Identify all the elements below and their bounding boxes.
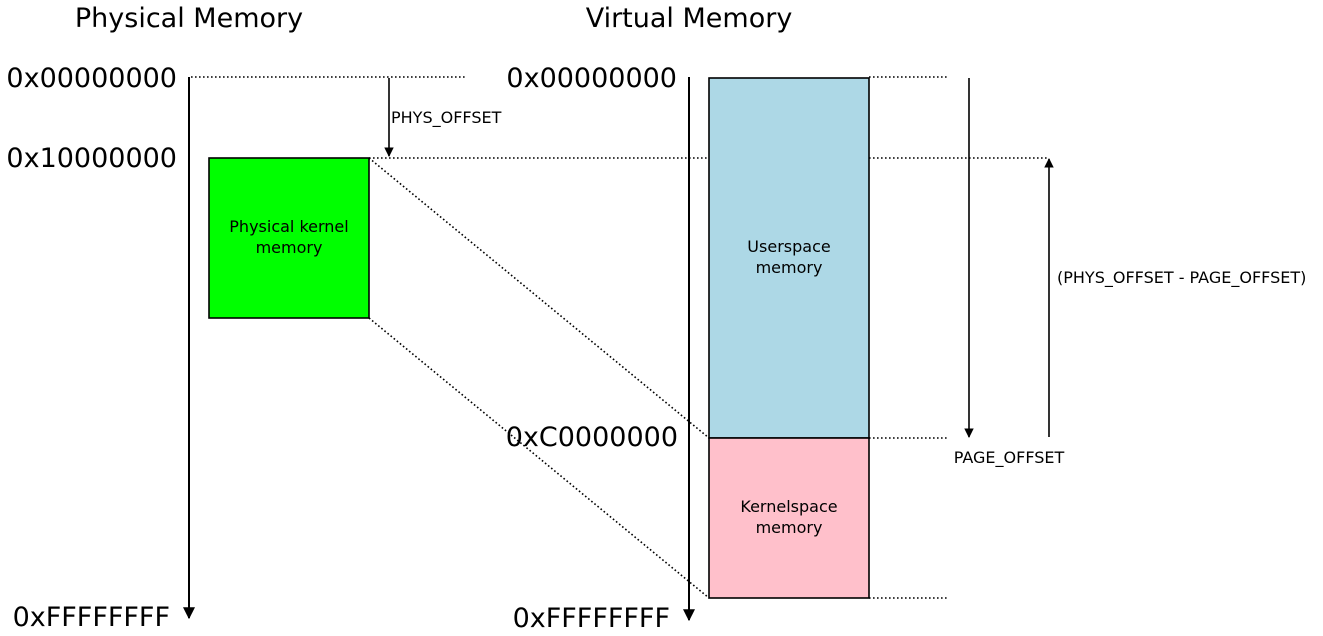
virtual-memory-title: Virtual Memory [586,3,793,34]
userspace-memory-box [708,77,870,439]
physical-address-start: 0x00000000 [6,63,177,94]
virtual-address-start: 0x00000000 [506,63,677,94]
mapping-line-top [368,157,710,439]
page-offset-label: PAGE_OFFSET [954,448,1065,468]
physical-memory-title: Physical Memory [75,3,303,34]
userspace-memory-label-line2: memory [756,258,823,277]
userspace-memory-label-line1: Userspace [747,237,830,256]
physical-kernel-memory-box [208,157,370,319]
virtual-address-end: 0xFFFFFFFF [513,603,670,634]
mapping-line-bottom [368,317,710,599]
physical-address-kernel-start: 0x10000000 [6,143,177,174]
virtual-address-page-offset: 0xC0000000 [506,422,678,453]
kernelspace-memory-box [708,437,870,599]
phys-offset-label: PHYS_OFFSET [391,108,502,128]
kernelspace-memory-label-line1: Kernelspace [740,497,837,516]
physical-address-end: 0xFFFFFFFF [13,602,170,633]
physical-kernel-memory-label-line1: Physical kernel [229,217,348,236]
offset-difference-label: (PHYS_OFFSET - PAGE_OFFSET) [1057,268,1306,288]
physical-kernel-memory-label-line2: memory [256,238,323,257]
kernelspace-memory-label-line2: memory [756,518,823,537]
